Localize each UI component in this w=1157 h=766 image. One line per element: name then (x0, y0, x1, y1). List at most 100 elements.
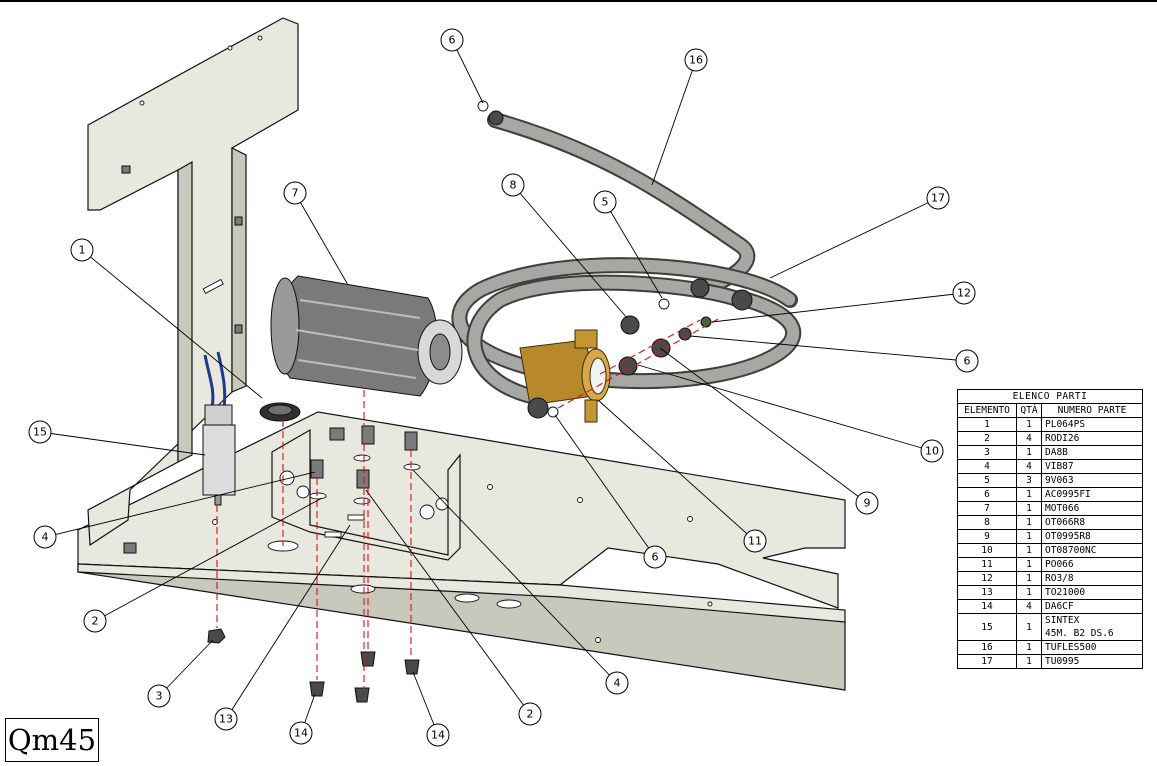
svg-text:9: 9 (864, 497, 871, 510)
motor (270, 275, 463, 397)
cell-qty: 1 (1016, 529, 1042, 544)
base-plate (77, 411, 846, 691)
u-bracket (271, 428, 461, 561)
svg-text:17: 17 (931, 192, 945, 205)
cell-qty: 4 (1016, 431, 1042, 446)
cell-qty: 1 (1016, 585, 1042, 600)
cell-part: PL064PS (1041, 417, 1143, 432)
cell-qty: 3 (1016, 473, 1042, 488)
cell-part: PO066 (1041, 557, 1143, 572)
cell-part: DA8B (1041, 445, 1143, 460)
cell-part: RODI26 (1041, 431, 1143, 446)
svg-text:5: 5 (602, 196, 609, 209)
cell-qty: 4 (1016, 599, 1042, 614)
cell-element: 5 (957, 473, 1017, 488)
svg-text:1: 1 (79, 244, 86, 257)
balloon-2-right: 2 (518, 702, 542, 726)
cell-qty: 1 (1016, 543, 1042, 558)
callout-balloons: 6 16 8 5 7 17 1 12 6 15 10 9 4 11 6 2 4 … (28, 28, 979, 747)
cell-element: 17 (957, 654, 1017, 669)
cell-part: OT08700NC (1041, 543, 1143, 558)
svg-text:8: 8 (510, 179, 517, 192)
cell-part: 9V063 (1041, 473, 1143, 488)
cell-part: TU0995 (1041, 654, 1143, 669)
svg-text:16: 16 (689, 54, 703, 67)
cell-qty: 1 (1016, 640, 1042, 655)
cell-qty: 1 (1016, 417, 1042, 432)
cell-element: 6 (957, 487, 1017, 502)
cell-element: 10 (957, 543, 1017, 558)
balloon-10: 10 (920, 439, 944, 463)
balloon-5: 5 (593, 190, 617, 214)
pump (519, 329, 611, 423)
svg-text:6: 6 (449, 34, 456, 47)
cell-part: TUFLES500 (1041, 640, 1143, 655)
svg-text:4: 4 (614, 677, 621, 690)
fittings (547, 298, 712, 418)
balloon-8: 8 (501, 173, 525, 197)
balloon-6-top: 6 (440, 28, 464, 52)
leader-lines (39, 39, 968, 736)
balloon-16: 16 (684, 48, 708, 72)
cell-part: VIB87 (1041, 459, 1143, 474)
cell-element: 1 (957, 417, 1017, 432)
cell-qty: 4 (1016, 459, 1042, 474)
cell-element: 9 (957, 529, 1017, 544)
cell-qty: 1 (1016, 445, 1042, 460)
svg-text:12: 12 (957, 287, 971, 300)
cell-element: 15 (957, 613, 1017, 641)
balloon-4-left: 4 (33, 525, 57, 549)
balloon-17: 17 (926, 186, 950, 210)
cell-element: 8 (957, 515, 1017, 530)
cell-element: 13 (957, 585, 1017, 600)
cell-element: 16 (957, 640, 1017, 655)
balloon-14-right: 14 (426, 723, 450, 747)
balloon-4-right: 4 (605, 671, 629, 695)
column-header-element: ELEMENTO (957, 403, 1017, 418)
svg-text:6: 6 (964, 355, 971, 368)
assembly-axes (216, 317, 721, 690)
cell-part: OT066R8 (1041, 515, 1143, 530)
balloon-12: 12 (952, 281, 976, 305)
top-border-rule (0, 0, 1157, 2)
cell-element: 3 (957, 445, 1017, 460)
cell-qty: 1 (1016, 487, 1042, 502)
cell-element: 14 (957, 599, 1017, 614)
balloon-2-left: 2 (83, 609, 107, 633)
svg-text:14: 14 (431, 729, 445, 742)
svg-text:2: 2 (527, 708, 534, 721)
vertical-bracket (87, 17, 299, 547)
cell-qty: 1 (1016, 613, 1042, 641)
cell-part: OT0995R8 (1041, 529, 1143, 544)
cell-qty: 1 (1016, 654, 1042, 669)
svg-text:14: 14 (294, 727, 308, 740)
cell-qty: 1 (1016, 515, 1042, 530)
svg-text:15: 15 (33, 426, 47, 439)
cell-part: RO3/8 (1041, 571, 1143, 586)
balloon-13: 13 (214, 707, 238, 731)
balloon-6-right: 6 (955, 349, 979, 373)
cell-element: 11 (957, 557, 1017, 572)
balloon-14-left: 14 (289, 721, 313, 745)
cell-qty: 1 (1016, 571, 1042, 586)
balloon-15: 15 (28, 420, 52, 444)
svg-text:7: 7 (292, 187, 299, 200)
cell-element: 4 (957, 459, 1017, 474)
svg-text:4: 4 (42, 531, 49, 544)
parts-list-table: ELENCO PARTI ELEMENTO QTÀ NUMERO PARTE 1… (957, 389, 1143, 669)
cell-part: TO21000 (1041, 585, 1143, 600)
svg-text:2: 2 (92, 615, 99, 628)
svg-text:3: 3 (156, 690, 163, 703)
balloon-11: 11 (743, 529, 767, 553)
